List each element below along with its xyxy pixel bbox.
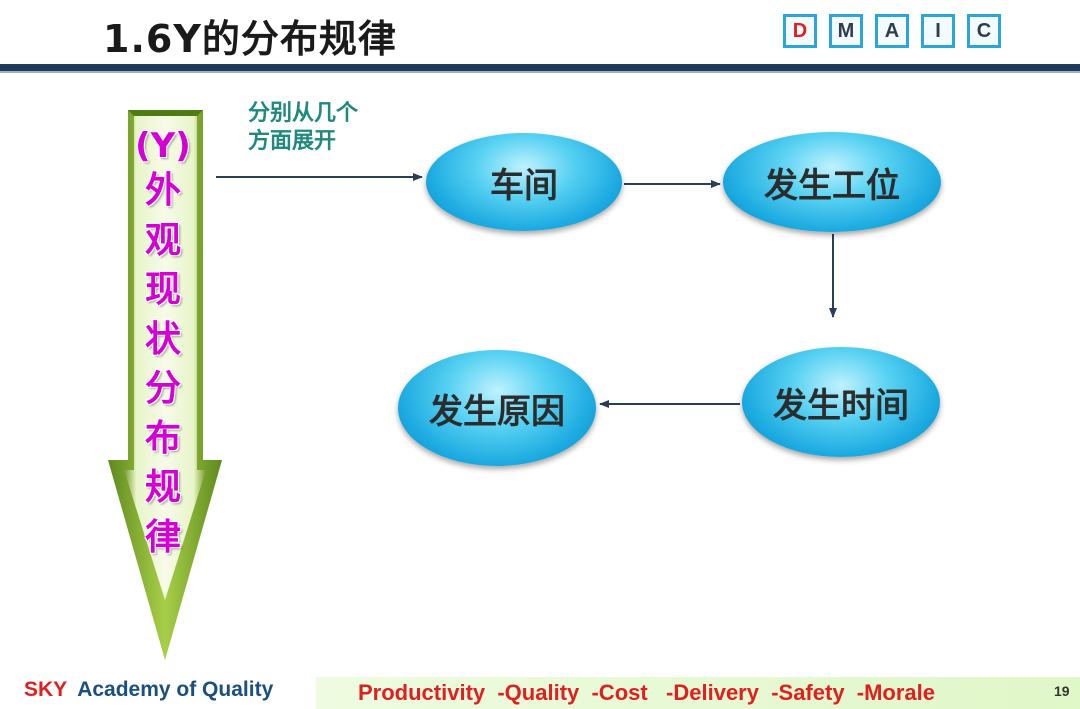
footer-academy: Academy of Quality: [77, 678, 274, 701]
vertical-label-char: 外: [144, 170, 181, 211]
vertical-label-y: (Y): [135, 126, 191, 166]
dmaic-i-box: I: [921, 14, 955, 48]
vertical-label-char: 律: [144, 516, 181, 558]
expand-note-line1: 分别从几个: [248, 101, 359, 126]
dmaic-d-box: D: [783, 14, 817, 48]
vertical-label-char: 布: [144, 417, 181, 459]
expand-note: 分别从几个 方面展开: [248, 100, 358, 156]
header-rule: [0, 64, 1080, 71]
expand-note-line2: 方面展开: [248, 129, 337, 154]
node-station: 发生工位: [723, 132, 941, 232]
footer-values-bar: Productivity -Quality -Cost -Delivery -S…: [316, 677, 1080, 709]
page-number: 19: [1054, 683, 1070, 699]
footer-sky: SKY: [24, 678, 68, 701]
header-rule-light: [0, 71, 1080, 73]
node-cause: 发生原因: [398, 350, 596, 466]
node-time: 发生时间: [742, 347, 940, 457]
vertical-label-char: 状: [144, 318, 181, 360]
node-workshop: 车间: [426, 133, 622, 231]
vertical-label-char: 现: [144, 269, 181, 310]
dmaic-nav: D M A I C: [783, 14, 1001, 48]
footer-brand: SKY Academy of Quality: [24, 678, 273, 702]
page-title: 1.6Y的分布规律: [103, 17, 397, 61]
dmaic-c-box: C: [967, 14, 1001, 48]
dmaic-m-box: M: [829, 14, 863, 48]
vertical-label-char: 分: [144, 368, 181, 409]
down-arrow-icon: [108, 110, 222, 660]
vertical-label-char: 规: [144, 467, 181, 508]
dmaic-a-box: A: [875, 14, 909, 48]
footer-values: Productivity -Quality -Cost -Delivery -S…: [358, 680, 936, 705]
vertical-label-char: 观: [144, 219, 181, 261]
vertical-label: (Y) 外 观 现 状 分 布 规 律: [133, 126, 193, 562]
